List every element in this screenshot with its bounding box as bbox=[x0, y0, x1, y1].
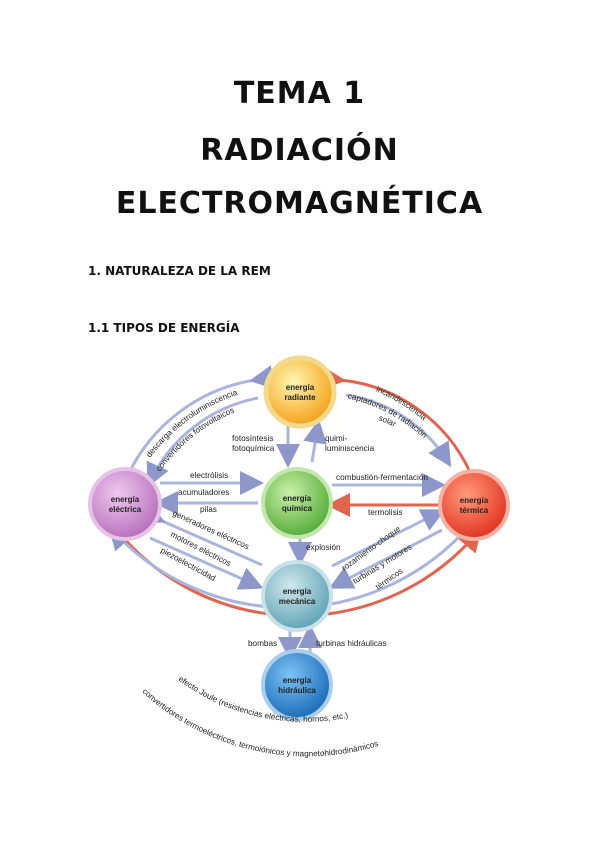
arrow-mecanica-termica bbox=[331, 509, 446, 568]
node-mecanica: energía mecánica bbox=[261, 560, 333, 632]
node-hidraulica-line1: energía bbox=[283, 676, 312, 685]
section-heading: 1. NATURALEZA DE LA REM bbox=[88, 264, 271, 278]
arc-radiante-electrica bbox=[146, 396, 259, 488]
arc-electrica-radiante bbox=[126, 365, 275, 476]
title-line-3: ELECTROMAGNÉTICA bbox=[115, 186, 484, 221]
label-fotosintesis: fotosíntesis bbox=[232, 434, 273, 443]
node-radiante-line2: radiante bbox=[284, 393, 316, 402]
node-quimica-line2: química bbox=[282, 504, 313, 513]
arrow-mecanica-electrica bbox=[138, 501, 263, 567]
label-bombas: bombas bbox=[248, 639, 277, 648]
label-quimi: quimi- bbox=[325, 434, 348, 443]
subsection-heading: 1.1 TIPOS DE ENERGÍA bbox=[88, 321, 240, 335]
arrow-quimica-radiante bbox=[303, 419, 327, 463]
node-mecanica-line2: mecánica bbox=[279, 597, 316, 606]
label-convertidores-termo: convertidores termoeléctricos, termoióni… bbox=[141, 687, 380, 759]
node-termica-line1: energía bbox=[460, 496, 489, 505]
label-fotoquimica: fotoquímica bbox=[232, 444, 275, 453]
label-luminiscencia: luminiscencia bbox=[325, 444, 375, 453]
node-hidraulica: energía hidráulica bbox=[261, 649, 333, 721]
arc-radiante-termica bbox=[345, 393, 452, 468]
label-electrolisis: electrólisis bbox=[190, 471, 228, 480]
node-termica: energía térmica bbox=[438, 469, 510, 541]
node-quimica: energía química bbox=[261, 467, 333, 539]
node-quimica-line1: energía bbox=[283, 494, 312, 503]
node-electrica: energía eléctrica bbox=[88, 467, 162, 541]
node-radiante-line1: energía bbox=[286, 383, 315, 392]
node-mecanica-line1: energía bbox=[283, 587, 312, 596]
label-acumuladores: acumuladores bbox=[178, 488, 229, 497]
arrow-termica-mecanica bbox=[328, 528, 443, 589]
energy-types-diagram: energía radiante energía eléctrica energ… bbox=[88, 355, 510, 759]
label-combustion: combustión-fermentación bbox=[336, 473, 428, 482]
arc-termica-radiante bbox=[320, 366, 472, 473]
node-electrica-line2: eléctrica bbox=[109, 505, 142, 514]
node-radiante: energía radiante bbox=[263, 355, 337, 429]
title-line-1: TEMA 1 bbox=[233, 76, 366, 111]
label-descarga: descarga electroluminiscencia bbox=[144, 388, 238, 459]
label-pilas: pilas bbox=[200, 505, 217, 514]
node-electrica-line1: energía bbox=[111, 495, 140, 504]
arrow-electrica-mecanica bbox=[149, 536, 264, 590]
label-termolisis: termolisis bbox=[368, 508, 403, 517]
node-termica-line2: térmica bbox=[460, 506, 489, 515]
label-explosion: explosión bbox=[306, 543, 341, 552]
title-line-2: RADIACIÓN bbox=[200, 133, 399, 168]
label-turbinas-hidraulicas: turbinas hidráulicas bbox=[316, 639, 387, 648]
node-hidraulica-line2: hidráulica bbox=[278, 686, 316, 695]
